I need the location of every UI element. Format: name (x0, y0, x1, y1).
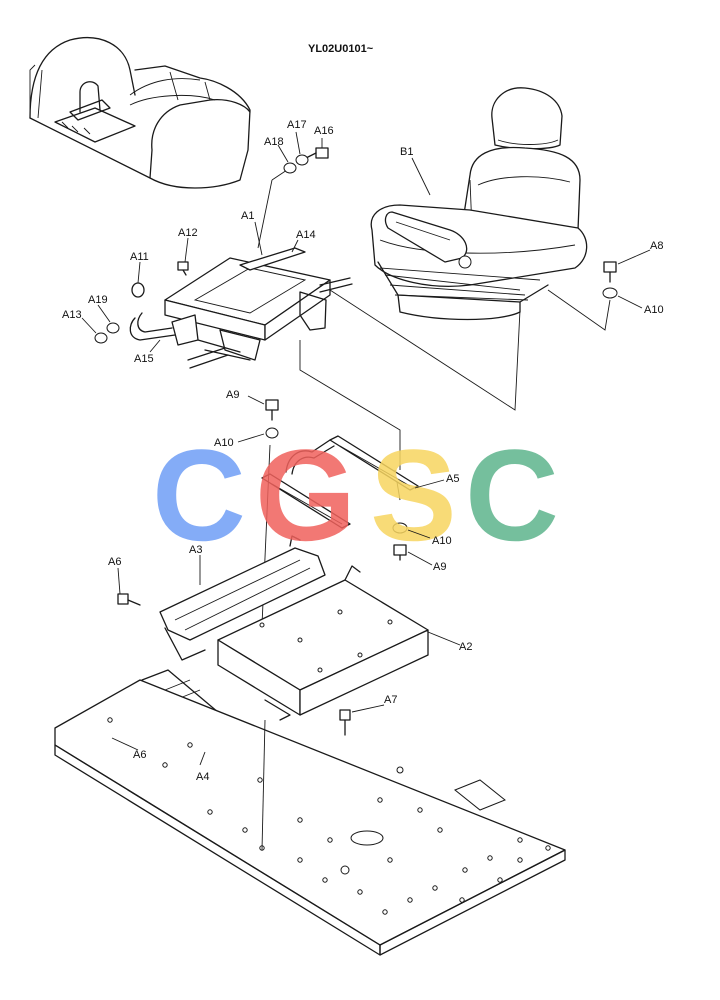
seat-mount-a1 (94, 147, 618, 501)
label-a14: A14 (296, 229, 316, 241)
label-a3: A3 (189, 544, 202, 556)
seat-b1 (370, 87, 588, 321)
watermark-letter-c1: C (152, 422, 246, 568)
label-a12: A12 (178, 227, 198, 239)
label-a19: A19 (88, 294, 108, 306)
label-a9-lower: A9 (433, 561, 446, 573)
label-a6-upper: A6 (108, 556, 121, 568)
label-b1: B1 (400, 146, 413, 158)
part-labels: A1 A2 A3 A4 A5 A6 A6 A7 A8 A9 A9 A10 A10… (62, 119, 664, 783)
label-a17: A17 (287, 119, 307, 131)
label-a13: A13 (62, 309, 82, 321)
label-a15: A15 (134, 353, 154, 365)
watermark-letter-s: S (370, 422, 457, 568)
label-a10-right: A10 (644, 304, 664, 316)
label-a1: A1 (241, 210, 254, 222)
label-a4: A4 (196, 771, 209, 783)
label-a11: A11 (130, 251, 149, 263)
label-a9-upper: A9 (226, 389, 239, 401)
label-a18: A18 (264, 136, 284, 148)
label-a5: A5 (446, 473, 459, 485)
label-a2: A2 (459, 641, 472, 653)
floor-plate (54, 679, 566, 956)
console-a3 (117, 535, 326, 661)
label-a10-center: A10 (214, 437, 234, 449)
diagram-code: YL02U0101~ (308, 43, 374, 55)
slide-rails-a5 (261, 399, 419, 626)
watermark-letter-c2: C (465, 422, 559, 568)
label-a16: A16 (314, 125, 334, 137)
watermark-letter-g: G (255, 422, 356, 568)
label-a7: A7 (384, 694, 397, 706)
watermark: C G S C (152, 422, 559, 568)
label-a10-lower: A10 (432, 535, 452, 547)
cab-inset (29, 36, 251, 189)
label-a6-lower: A6 (133, 749, 146, 761)
base-frame-a2 (217, 565, 429, 736)
label-a8: A8 (650, 240, 663, 252)
leader-lines (81, 131, 651, 766)
